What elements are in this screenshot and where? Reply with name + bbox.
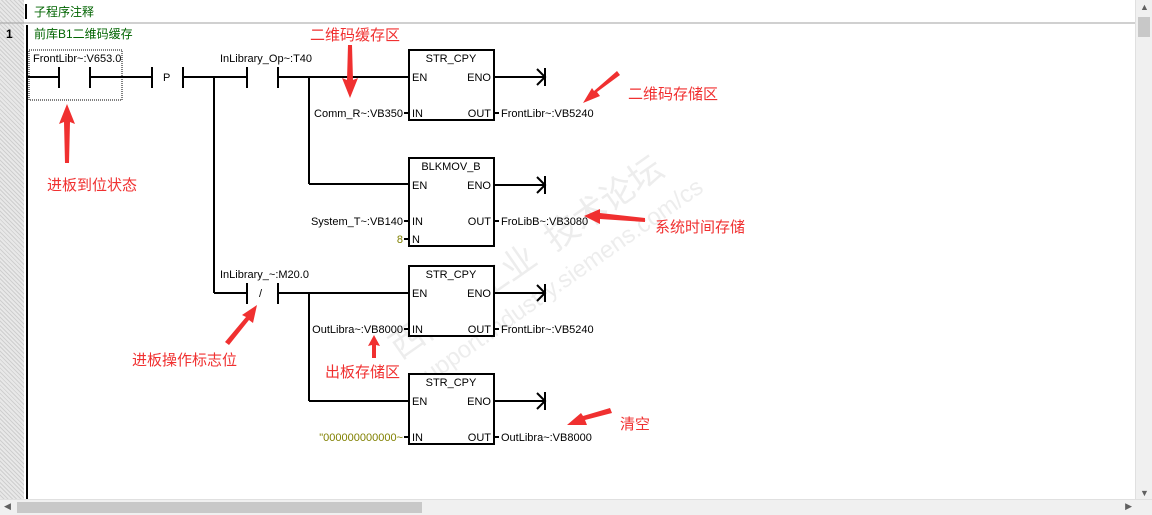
contact-label: InLibrary_Op~:T40 [220,53,312,65]
box-title: BLKMOV_B [421,161,480,173]
horizontal-scroll-thumb[interactable] [17,502,422,513]
horizontal-scrollbar[interactable]: ◀ ▶ [0,499,1152,515]
annotation-board-arrival: 进板到位状态 [47,176,137,194]
pin-en: EN [412,396,427,408]
pin-eno: ENO [467,180,491,192]
pin-out: OUT [468,108,492,120]
pin-en: EN [412,72,427,84]
scroll-right-icon[interactable]: ▶ [1125,501,1132,511]
annotation-qr-storage: 二维码存储区 [628,86,718,103]
pin-en: EN [412,180,427,192]
positive-edge-contact[interactable]: P [163,72,170,84]
box-title: STR_CPY [426,269,477,281]
pin-in: IN [412,216,423,228]
output-operand[interactable]: FroLibB~:VB3080 [501,216,588,228]
input-operand[interactable]: System_T~:VB140 [311,216,403,228]
box-title: STR_CPY [426,53,477,65]
pin-out: OUT [468,432,492,444]
ladder-editor[interactable]: 西门子工业 技术论坛 support.industry.siemens.com/… [0,0,1136,500]
output-operand[interactable]: FrontLibr~:VB5240 [501,324,594,336]
input-operand[interactable]: OutLibra~:VB8000 [312,324,403,336]
contact-label: FrontLibr~:V653.0 [33,53,121,65]
contact-front-library[interactable] [30,70,31,71]
pin-out: OUT [468,216,492,228]
output-operand[interactable]: FrontLibr~:VB5240 [501,108,594,120]
pin-in: IN [412,324,423,336]
vertical-scrollbar[interactable]: ▲ ▼ [1135,0,1152,500]
annotation-clear: 清空 [620,416,650,433]
instruction-box-str_cpy[interactable]: STR_CPY EN ENO IN OUT OutLibra~:VB8000 FrontLi… [312,265,594,337]
n-operand[interactable]: 8 [397,234,403,246]
annotation-out-storage: 出板存储区 [325,363,400,381]
instruction-box-blkmov_b[interactable]: BLKMOV_B EN ENO IN OUT System_T~:VB140 FroLibB… [311,157,588,247]
network-comment[interactable]: 前库B1二维码缓存 [34,26,133,41]
annotation-system-time: 系统时间存储 [655,219,745,236]
network-gutter [0,0,24,500]
contact-label: InLibrary_~:M20.0 [220,269,309,281]
pin-eno: ENO [467,288,491,300]
annotation-qr-cache: 二维码缓存区 [310,27,400,44]
input-operand[interactable]: Comm_R~:VB350 [314,108,403,120]
input-operand[interactable]: "000000000000~ [319,432,403,444]
subroutine-comment[interactable]: 子程序注释 [34,4,94,19]
instruction-box-str_cpy[interactable]: STR_CPY EN ENO IN OUT "000000000000~ OutLibra~… [319,373,592,445]
pin-in: IN [412,432,423,444]
pin-in: IN [412,108,423,120]
selection-box [28,49,123,101]
annotation-operation-flag: 进板操作标志位 [132,351,237,369]
network-number: 1 [6,27,13,41]
pin-en: EN [412,288,427,300]
pin-n: N [412,234,420,246]
pin-out: OUT [468,324,492,336]
normally-closed-contact[interactable]: / [259,288,263,300]
vertical-scroll-thumb[interactable] [1138,17,1150,37]
pin-eno: ENO [467,72,491,84]
pin-eno: ENO [467,396,491,408]
scroll-up-icon[interactable]: ▲ [1140,2,1149,12]
output-operand[interactable]: OutLibra~:VB8000 [501,432,592,444]
scroll-left-icon[interactable]: ◀ [4,501,11,511]
instruction-box-str_cpy[interactable]: STR_CPY EN ENO IN OUT Comm_R~:VB350 FrontLibr~… [314,49,594,121]
box-title: STR_CPY [426,377,477,389]
scroll-down-icon[interactable]: ▼ [1140,488,1149,498]
